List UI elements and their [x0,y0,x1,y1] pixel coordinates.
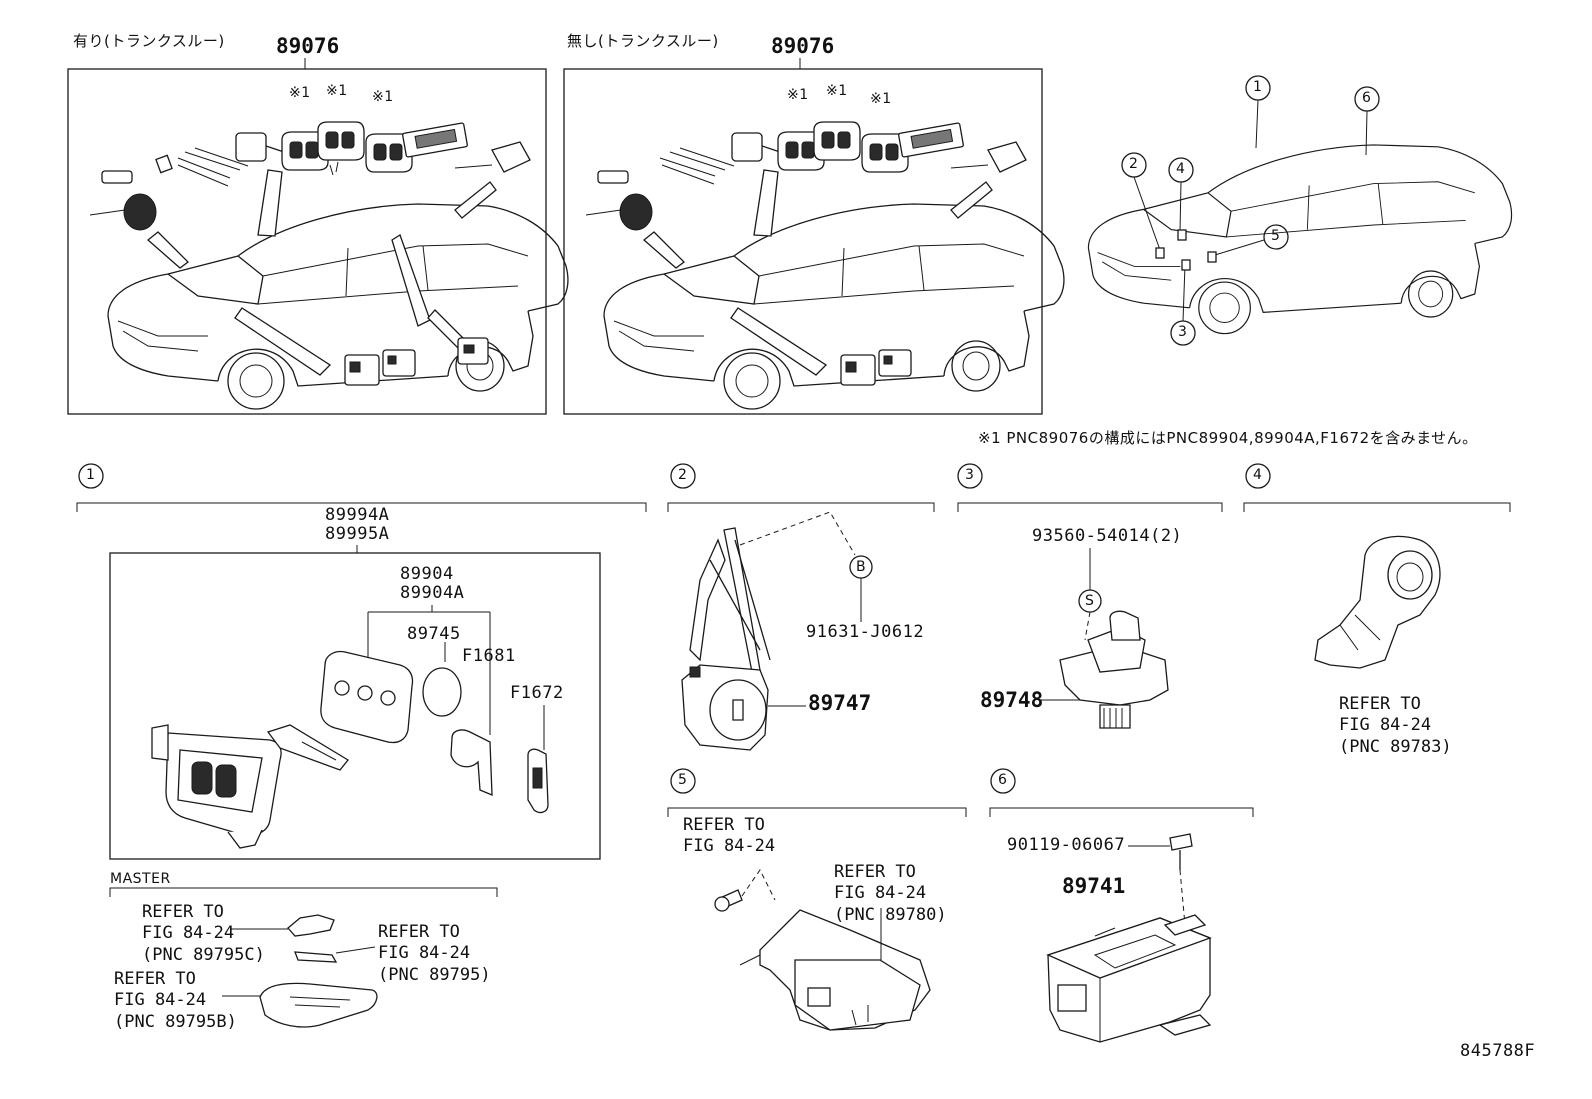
panel-left-part-number: 89076 [276,34,340,58]
section-3-number: 3 [965,467,975,483]
part-89904: 89904 [400,564,454,584]
kit-89994a: 89994A [325,505,390,525]
section-5-number: 5 [678,772,688,788]
locator-5: 5 [1271,228,1281,244]
part-89745: 89745 [407,624,461,644]
ref-89783: REFER TO FIG 84-24 (PNC 89783) [1339,694,1452,757]
figure-id: 845788F [1460,1041,1536,1061]
circle-s: S [1085,593,1095,609]
ref-fig-84-24: REFER TO FIG 84-24 [683,815,776,857]
locator-2: 2 [1129,156,1139,172]
footnote: ※1 PNC89076の構成にはPNC89904,89904A,F1672を含み… [978,429,1478,447]
panel-left-title: 有り(トランクスルー) [73,32,225,50]
part-f1672: F1672 [510,683,564,703]
section-1-number: 1 [86,467,96,483]
circle-b: B [856,559,867,575]
ref-89780: REFER TO FIG 84-24 (PNC 89780) [834,862,947,925]
note-mark-6: ※1 [870,91,892,107]
panel-right-title: 無し(トランクスルー) [567,32,719,50]
locator-3: 3 [1178,324,1188,340]
section-2-number: 2 [678,467,688,483]
part-91631-j0612: 91631-J0612 [806,622,925,642]
note-mark-3: ※1 [372,89,394,105]
master-ref-89795c: REFER TO FIG 84-24 (PNC 89795C) [142,902,265,965]
note-mark-2: ※1 [326,83,348,99]
panel-right-part-number: 89076 [771,34,835,58]
section-6-number: 6 [998,772,1008,788]
part-90119-06067: 90119-06067 [1007,835,1126,855]
locator-6: 6 [1362,90,1372,106]
master-ref-89795b: REFER TO FIG 84-24 (PNC 89795B) [114,969,237,1032]
note-mark-5: ※1 [826,83,848,99]
master-title: MASTER [110,871,171,887]
part-93560-54014: 93560-54014(2) [1032,526,1183,546]
note-mark-4: ※1 [787,87,809,103]
kit-89995a: 89995A [325,524,390,544]
part-89747: 89747 [808,691,872,715]
part-89748: 89748 [980,688,1044,712]
locator-1: 1 [1253,79,1263,95]
section-4-number: 4 [1253,467,1263,483]
master-ref-89795: REFER TO FIG 84-24 (PNC 89795) [378,922,491,985]
part-89904a: 89904A [400,583,465,603]
part-f1681: F1681 [462,646,516,666]
locator-4: 4 [1176,161,1186,177]
part-89741: 89741 [1062,874,1126,898]
note-mark-1: ※1 [289,85,311,101]
